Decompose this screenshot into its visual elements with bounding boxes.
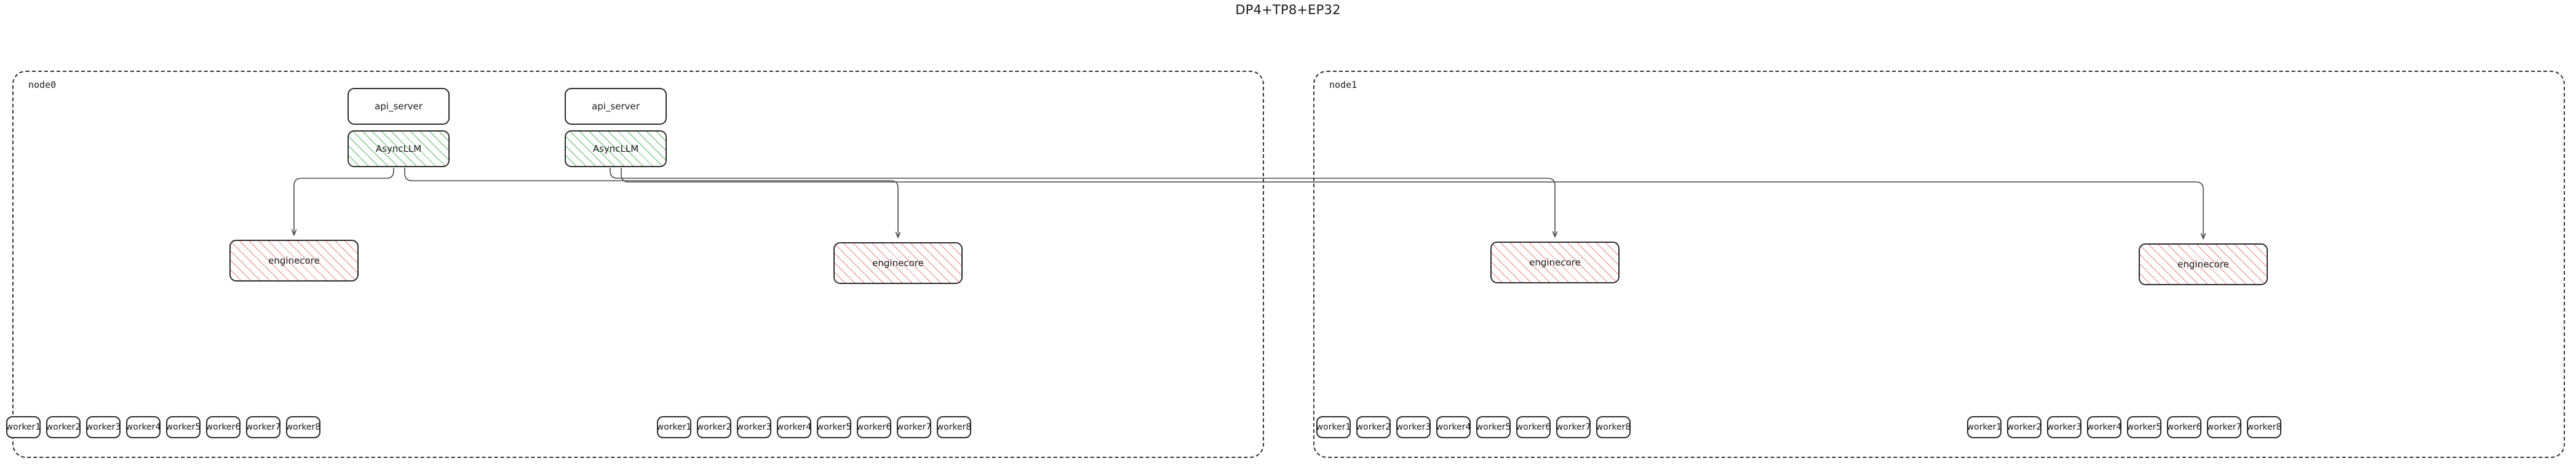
- enginecore-box-3[interactable]: enginecore: [1490, 242, 1620, 283]
- cluster-node1: node1: [1313, 71, 2565, 458]
- worker-group-node1-engine2: worker1 worker2 worker3 worker4 worker5 …: [1967, 416, 2281, 438]
- asyncllm-label: AsyncLLM: [592, 143, 639, 154]
- api-server-box-2[interactable]: api_server: [565, 88, 667, 125]
- cluster-node0-label: node0: [28, 79, 57, 90]
- worker-box[interactable]: worker8: [2247, 416, 2281, 438]
- worker-label: worker8: [936, 422, 972, 432]
- worker-box[interactable]: worker7: [246, 416, 280, 438]
- enginecore-label: enginecore: [872, 258, 924, 269]
- worker-box[interactable]: worker3: [737, 416, 771, 438]
- worker-label: worker2: [1356, 422, 1391, 432]
- asyncllm-box-1[interactable]: AsyncLLM: [348, 130, 450, 167]
- worker-label: worker3: [2046, 422, 2082, 432]
- asyncllm-label: AsyncLLM: [375, 143, 422, 154]
- asyncllm-box-2[interactable]: AsyncLLM: [565, 130, 667, 167]
- worker-box[interactable]: worker7: [897, 416, 931, 438]
- worker-box[interactable]: worker1: [1316, 416, 1351, 438]
- worker-box[interactable]: worker7: [2207, 416, 2241, 438]
- worker-label: worker5: [2126, 422, 2162, 432]
- worker-label: worker2: [2006, 422, 2042, 432]
- worker-box[interactable]: worker1: [1967, 416, 2002, 438]
- worker-box[interactable]: worker6: [2167, 416, 2201, 438]
- worker-box[interactable]: worker5: [2127, 416, 2161, 438]
- enginecore-box-2[interactable]: enginecore: [833, 242, 963, 284]
- worker-box[interactable]: worker5: [166, 416, 201, 438]
- worker-label: worker2: [696, 422, 732, 432]
- api-server-box-1[interactable]: api_server: [348, 88, 450, 125]
- worker-label: worker6: [1516, 422, 1551, 432]
- worker-box[interactable]: worker2: [697, 416, 731, 438]
- enginecore-box-1[interactable]: enginecore: [229, 240, 359, 282]
- worker-label: worker3: [736, 422, 772, 432]
- worker-label: worker3: [1396, 422, 1431, 432]
- worker-box[interactable]: worker1: [6, 416, 41, 438]
- api-server-label: api_server: [592, 101, 640, 112]
- worker-box[interactable]: worker8: [1596, 416, 1631, 438]
- worker-label: worker4: [125, 422, 161, 432]
- worker-label: worker3: [85, 422, 121, 432]
- worker-box[interactable]: worker4: [777, 416, 811, 438]
- worker-label: worker7: [245, 422, 281, 432]
- worker-box[interactable]: worker2: [2007, 416, 2041, 438]
- worker-label: worker5: [816, 422, 852, 432]
- worker-group-node1-engine1: worker1 worker2 worker3 worker4 worker5 …: [1316, 416, 1631, 438]
- worker-group-node0-engine2: worker1 worker2 worker3 worker4 worker5 …: [657, 416, 971, 438]
- worker-box[interactable]: worker5: [1476, 416, 1511, 438]
- worker-box[interactable]: worker6: [1516, 416, 1551, 438]
- worker-label: worker4: [2086, 422, 2122, 432]
- worker-label: worker6: [2166, 422, 2202, 432]
- cluster-node1-label: node1: [1329, 79, 1358, 90]
- worker-box[interactable]: worker3: [86, 416, 121, 438]
- worker-box[interactable]: worker6: [857, 416, 891, 438]
- enginecore-label: enginecore: [2177, 259, 2229, 270]
- enginecore-box-4[interactable]: enginecore: [2139, 243, 2268, 285]
- worker-box[interactable]: worker8: [286, 416, 320, 438]
- worker-box[interactable]: worker1: [657, 416, 691, 438]
- worker-label: worker6: [205, 422, 241, 432]
- api-server-label: api_server: [375, 101, 423, 112]
- cluster-node0: node0: [12, 71, 1264, 458]
- worker-label: worker4: [776, 422, 812, 432]
- worker-box[interactable]: worker3: [2047, 416, 2081, 438]
- worker-label: worker6: [856, 422, 892, 432]
- enginecore-label: enginecore: [1529, 257, 1581, 268]
- worker-box[interactable]: worker6: [206, 416, 241, 438]
- worker-box[interactable]: worker7: [1556, 416, 1591, 438]
- worker-label: worker7: [1556, 422, 1591, 432]
- enginecore-label: enginecore: [268, 255, 320, 266]
- worker-box[interactable]: worker2: [1356, 416, 1391, 438]
- worker-label: worker8: [285, 422, 321, 432]
- worker-label: worker8: [2246, 422, 2282, 432]
- diagram-title: DP4+TP8+EP32: [1235, 2, 1341, 17]
- worker-label: worker5: [165, 422, 201, 432]
- worker-box[interactable]: worker2: [46, 416, 81, 438]
- worker-box[interactable]: worker4: [126, 416, 161, 438]
- worker-label: worker1: [1316, 422, 1351, 432]
- worker-label: worker8: [1596, 422, 1631, 432]
- worker-label: worker7: [2206, 422, 2242, 432]
- worker-box[interactable]: worker4: [2087, 416, 2121, 438]
- worker-label: worker7: [896, 422, 932, 432]
- worker-label: worker4: [1436, 422, 1471, 432]
- worker-label: worker1: [656, 422, 692, 432]
- worker-box[interactable]: worker3: [1396, 416, 1431, 438]
- worker-label: worker5: [1476, 422, 1511, 432]
- worker-label: worker2: [46, 422, 81, 432]
- worker-box[interactable]: worker5: [817, 416, 851, 438]
- worker-label: worker1: [6, 422, 41, 432]
- worker-box[interactable]: worker8: [937, 416, 971, 438]
- worker-box[interactable]: worker4: [1436, 416, 1471, 438]
- worker-group-node0-engine1: worker1 worker2 worker3 worker4 worker5 …: [6, 416, 320, 438]
- worker-label: worker1: [1966, 422, 2002, 432]
